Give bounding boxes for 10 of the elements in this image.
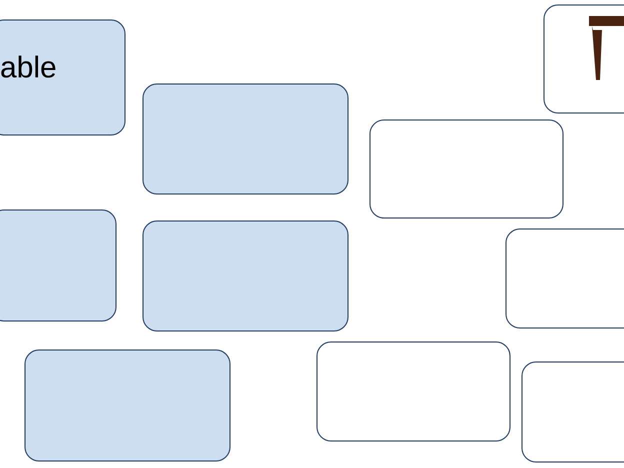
card-box [506,228,624,328]
title-card: able [0,20,126,136]
card-box [316,342,510,442]
card-box [142,220,348,332]
card-box [142,84,348,194]
card-box [370,120,564,218]
card-box [0,210,116,322]
card-box [544,4,624,114]
card-box [522,362,624,462]
card-box [24,350,230,462]
